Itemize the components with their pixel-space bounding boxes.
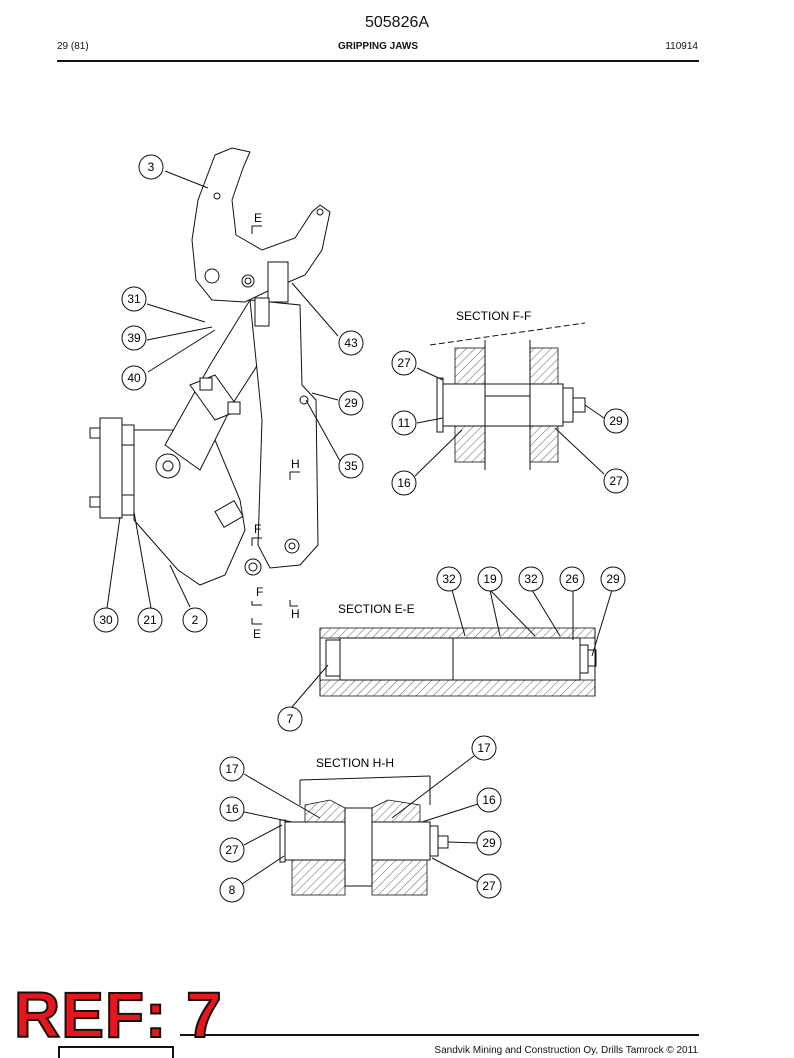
svg-text:16: 16 (482, 793, 496, 807)
svg-text:32: 32 (524, 572, 538, 586)
cut-mark-e-top: E (254, 211, 262, 225)
section-hh-label: SECTION H-H (316, 756, 394, 770)
section-hh-view: SECTION H-H (241, 755, 479, 896)
svg-text:16: 16 (397, 476, 411, 490)
balloon-3: 3 (138, 154, 164, 180)
balloon-hh-27a: 27 (219, 837, 245, 863)
header-rule (57, 60, 699, 62)
svg-text:29: 29 (609, 414, 623, 428)
svg-text:26: 26 (565, 572, 579, 586)
section-hh-balloons: 17 16 27 8 17 16 29 27 (219, 735, 502, 903)
balloon-ff-11: 11 (391, 410, 417, 436)
svg-text:32: 32 (442, 572, 456, 586)
balloon-ee-32a: 32 (436, 566, 462, 592)
ref-stamp: REF: 7 (13, 979, 223, 1051)
balloon-ee-7: 7 (277, 706, 303, 732)
balloon-2: 2 (182, 607, 208, 633)
page-number: 29 (81) (57, 41, 89, 52)
balloon-ff-27a: 27 (391, 350, 417, 376)
balloon-ff-29: 29 (603, 408, 629, 434)
page-title: GRIPPING JAWS (337, 41, 418, 52)
svg-text:27: 27 (609, 474, 623, 488)
svg-text:27: 27 (397, 356, 411, 370)
footer-copyright: Sandvik Mining and Construction Oy, Dril… (434, 1045, 698, 1056)
svg-text:17: 17 (477, 741, 491, 755)
balloon-39: 39 (121, 325, 147, 351)
date-code: 110914 (665, 41, 698, 52)
balloon-ee-26: 26 (559, 566, 585, 592)
main-balloons: 3 31 39 40 43 29 35 30 21 2 (93, 154, 364, 633)
svg-text:30: 30 (99, 613, 113, 627)
svg-text:7: 7 (287, 712, 294, 726)
balloon-hh-16a: 16 (219, 796, 245, 822)
section-ff-view: SECTION F-F (414, 309, 605, 477)
cut-mark-h-top: H (291, 457, 300, 471)
svg-text:29: 29 (606, 572, 620, 586)
section-ee-label: SECTION E-E (338, 602, 415, 616)
balloon-hh-8: 8 (219, 877, 245, 903)
svg-text:3: 3 (148, 160, 155, 174)
main-leaders (106, 170, 341, 609)
svg-text:43: 43 (344, 336, 358, 350)
cut-marks: E H F F H E (251, 211, 300, 641)
main-assembly-view (89, 147, 331, 586)
cut-mark-f-top: F (254, 522, 261, 536)
balloon-31: 31 (121, 286, 147, 312)
svg-text:16: 16 (225, 802, 239, 816)
balloon-ee-32b: 32 (518, 566, 544, 592)
cut-mark-f-bottom: F (256, 585, 263, 599)
cut-mark-e-bottom: E (253, 627, 261, 641)
svg-text:21: 21 (143, 613, 157, 627)
svg-text:17: 17 (225, 762, 239, 776)
svg-text:29: 29 (344, 396, 358, 410)
balloon-40: 40 (121, 365, 147, 391)
svg-text:11: 11 (398, 416, 411, 430)
balloon-21: 21 (137, 607, 163, 633)
footer-rule (180, 1034, 699, 1036)
section-ff-label: SECTION F-F (456, 309, 531, 323)
section-ff-balloons: 27 11 16 29 27 (391, 350, 629, 496)
svg-text:8: 8 (229, 883, 236, 897)
svg-text:39: 39 (127, 331, 141, 345)
document-number: 505826A (364, 14, 430, 31)
balloon-ff-27b: 27 (603, 468, 629, 494)
balloon-43: 43 (338, 330, 364, 356)
balloon-hh-27b: 27 (476, 873, 502, 899)
svg-text:27: 27 (225, 843, 239, 857)
balloon-hh-29: 29 (476, 830, 502, 856)
balloon-29: 29 (338, 390, 364, 416)
balloon-hh-16b: 16 (476, 787, 502, 813)
cut-mark-h-bottom: H (291, 607, 300, 621)
svg-text:40: 40 (127, 371, 141, 385)
balloon-ee-19: 19 (477, 566, 503, 592)
balloon-ee-29: 29 (600, 566, 626, 592)
section-ee-view: SECTION E-E (291, 589, 613, 708)
balloon-35: 35 (338, 453, 364, 479)
svg-text:2: 2 (192, 613, 199, 627)
svg-text:27: 27 (482, 879, 496, 893)
balloon-hh-17a: 17 (219, 756, 245, 782)
svg-text:29: 29 (482, 836, 496, 850)
balloon-30: 30 (93, 607, 119, 633)
balloon-ff-16: 16 (391, 470, 417, 496)
svg-text:19: 19 (483, 572, 497, 586)
balloon-hh-17b: 17 (471, 735, 497, 761)
section-ee-balloons: 32 19 32 26 29 7 (277, 566, 626, 732)
svg-text:31: 31 (127, 292, 141, 306)
brand-logo (58, 1046, 174, 1058)
svg-text:35: 35 (344, 459, 358, 473)
